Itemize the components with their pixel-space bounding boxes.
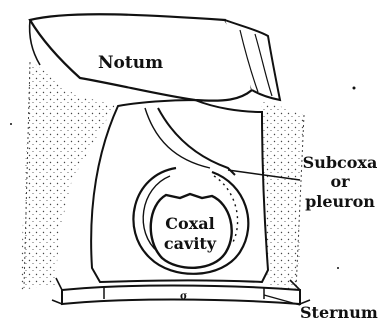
stray-dot xyxy=(10,123,12,125)
coxal-label-line1: Coxal xyxy=(165,214,214,233)
coxal-label-line2: cavity xyxy=(164,234,217,253)
subcoxa-label-line1: Subcoxa xyxy=(303,153,378,172)
stray-dot xyxy=(353,87,356,90)
notum-label: Notum xyxy=(98,53,163,73)
subcoxa-label-line2: or xyxy=(330,172,350,191)
sternum-mark-label: σ xyxy=(180,291,187,302)
sternum-label: Sternum xyxy=(300,303,378,322)
subcoxa-label-line3: pleuron xyxy=(305,192,375,211)
stray-dot xyxy=(337,267,339,269)
